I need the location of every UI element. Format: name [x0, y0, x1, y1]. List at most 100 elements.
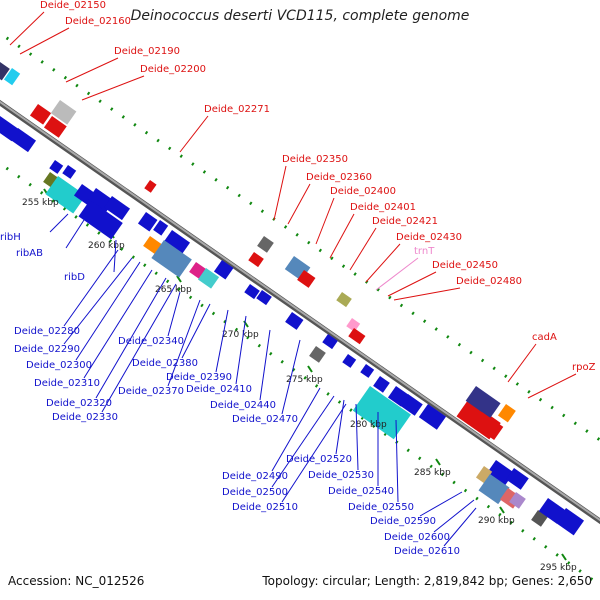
bottom-leader-4: [63, 257, 133, 345]
gene-feature-36: [342, 353, 357, 368]
top-leader-13: [393, 287, 461, 301]
bottom-gene-label-14: Deide_02440: [210, 400, 276, 411]
gene-feature-38: [373, 376, 390, 393]
map-title: Deinococcus deserti VCD115, complete gen…: [130, 8, 470, 24]
gene-feature-33: [285, 311, 304, 330]
top-gene-label-6: Deide_02360: [306, 172, 372, 183]
gene-feature-23: [213, 260, 234, 280]
kbp-tick-7: [499, 506, 505, 514]
gene-feature-11: [45, 176, 86, 214]
top-leader-0: [9, 11, 45, 46]
gene-feature-41: [399, 393, 423, 416]
backbone-highlight: [0, 100, 600, 522]
bottom-leader-19: [335, 399, 345, 455]
top-leader-12: [387, 271, 437, 297]
gene-feature-35: [322, 334, 338, 350]
kbp-label-4: 275 kbp: [286, 375, 323, 385]
gene-feature-50: [478, 474, 510, 505]
kbp-label-3: 270 kbp: [222, 330, 259, 340]
bottom-gene-label-15: Deide_02470: [232, 414, 298, 425]
gene-feature-22: [197, 268, 220, 289]
top-gene-label-3: Deide_02200: [140, 64, 206, 75]
gene-feature-29: [297, 270, 316, 288]
bottom-gene-label-11: Deide_02380: [132, 358, 198, 369]
gene-feature-27: [248, 251, 264, 268]
gene-feature-45: [497, 404, 516, 423]
gene-feature-26: [257, 236, 274, 253]
gene-feature-10: [43, 171, 59, 188]
bottom-leader-24: [433, 499, 475, 533]
top-gene-label-5: Deide_02350: [282, 154, 348, 165]
bottom-leader-22: [395, 419, 399, 503]
bottom-gene-label-17: Deide_02500: [222, 487, 288, 498]
gene-feature-6: [9, 128, 37, 153]
gene-feature-19: [143, 236, 162, 254]
gene-feature-5: [0, 115, 20, 142]
gene-feature-34: [309, 346, 326, 363]
gene-feature-30: [336, 291, 352, 308]
top-gene-label-15: rpoZ: [572, 362, 596, 373]
bottom-leader-11: [181, 303, 211, 359]
gene-feature-31: [346, 317, 361, 332]
kbp-label-8: 295 kbp: [540, 563, 577, 573]
top-gene-label-10: Deide_02430: [396, 232, 462, 243]
gene-feature-52: [509, 492, 526, 509]
kbp-label-6: 285 kbp: [414, 468, 451, 478]
bottom-leader-14: [259, 329, 271, 401]
bottom-leader-13: [235, 315, 247, 385]
genome-summary: Topology: circular; Length: 2,819,842 bp…: [262, 574, 592, 588]
bottom-gene-label-7: Deide_02320: [46, 398, 112, 409]
gene-feature-20: [151, 239, 192, 278]
gene-feature-2: [29, 104, 52, 125]
bottom-leader-25: [443, 507, 477, 547]
gene-feature-18: [163, 230, 191, 255]
accession-label: Accession: NC_012526: [8, 574, 145, 588]
gene-feature-25: [256, 289, 272, 306]
gene-feature-7: [144, 180, 157, 193]
top-leader-5: [273, 165, 287, 221]
bottom-gene-label-20: Deide_02530: [308, 470, 374, 481]
kbp-label-5: 280 kbp: [350, 420, 387, 430]
top-gene-label-7: Deide_02400: [330, 186, 396, 197]
top-leader-4: [179, 115, 209, 153]
bottom-leader-8: [101, 283, 177, 413]
bottom-leader-16: [271, 387, 321, 472]
bottom-gene-label-0: ribH: [0, 232, 21, 243]
bottom-leader-18: [281, 403, 347, 503]
top-leader-2: [65, 57, 119, 83]
gene-feature-14: [103, 196, 131, 221]
bottom-gene-label-6: Deide_02310: [34, 378, 100, 389]
bottom-gene-label-12: Deide_02390: [166, 372, 232, 383]
top-gene-label-11: trnT: [414, 246, 435, 257]
bottom-gene-label-25: Deide_02610: [394, 546, 460, 557]
top-gene-label-12: Deide_02450: [432, 260, 498, 271]
bottom-gene-label-1: ribAB: [16, 248, 43, 259]
bottom-gene-label-18: Deide_02510: [232, 502, 298, 513]
gene-feature-46: [472, 412, 504, 441]
bottom-leader-12: [215, 309, 229, 373]
gene-feature-55: [555, 507, 585, 536]
bottom-gene-label-5: Deide_02300: [26, 360, 92, 371]
bottom-leader-5: [75, 261, 141, 361]
top-gene-label-4: Deide_02271: [204, 104, 270, 115]
kbp-tick-2: [176, 275, 182, 283]
top-leader-1: [19, 27, 70, 55]
bottom-gene-label-2: ribD: [64, 272, 85, 283]
backbone-layer: [0, 99, 600, 525]
kbp-tick-6: [435, 458, 441, 466]
kbp-label-0: 255 kbp: [22, 198, 59, 208]
bottom-leader-7: [95, 277, 167, 399]
kbp-label-7: 290 kbp: [478, 516, 515, 526]
top-gene-label-8: Deide_02401: [350, 202, 416, 213]
bottom-gene-label-19: Deide_02520: [286, 454, 352, 465]
gene-feature-4: [50, 100, 77, 125]
bottom-leader-6: [83, 269, 153, 379]
gene-feature-3: [43, 115, 67, 138]
bottom-gene-label-10: Deide_02370: [118, 386, 184, 397]
gene-feature-0: [0, 62, 10, 81]
top-leader-15: [527, 373, 577, 399]
top-leader-6: [287, 183, 311, 225]
gene-feature-32: [348, 328, 366, 345]
